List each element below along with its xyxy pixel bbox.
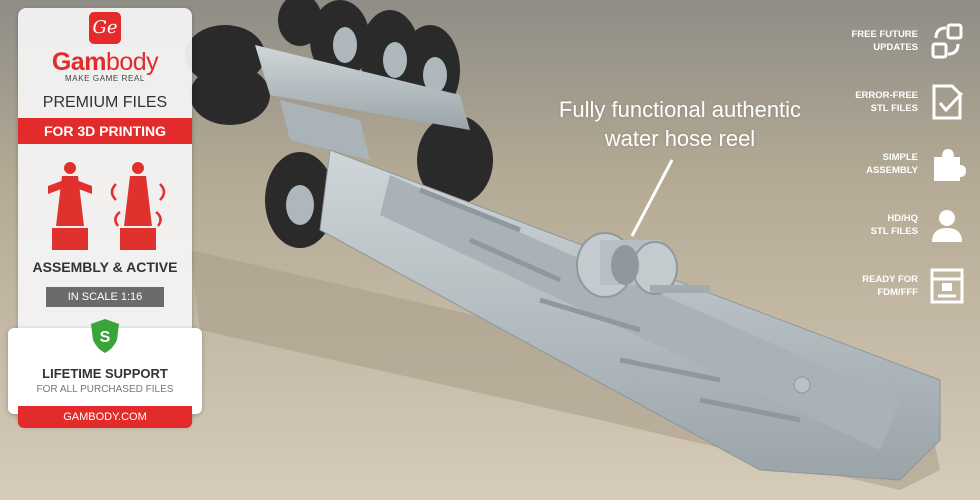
lifetime-support-subtitle: FOR ALL PURCHASED FILES <box>36 384 174 395</box>
hose-reel <box>576 232 710 298</box>
hose-reel-annotation: Fully functional authentic water hose re… <box>530 95 830 153</box>
lifetime-support-title: LIFETIME SUPPORT <box>42 366 168 381</box>
brand-name-part2: body <box>105 48 159 76</box>
promo-badge: Ge Gambody MAKE GAME REAL PREMIUM FILES … <box>8 8 202 428</box>
person-bust-icon <box>932 210 962 242</box>
premium-files-label: PREMIUM FILES <box>42 94 168 111</box>
brand-tagline: MAKE GAME REAL <box>65 74 145 83</box>
lifetime-support-card: S LIFETIME SUPPORT FOR ALL PURCHASED FIL… <box>8 319 202 414</box>
puzzle-icon <box>934 149 966 181</box>
figure-illustration-icon <box>48 162 166 250</box>
shield-icon: S <box>91 319 119 353</box>
brand-name-part1: Gam <box>51 48 107 76</box>
annotation-line2: water hose reel <box>604 126 756 151</box>
file-check-icon <box>932 84 964 120</box>
printer-icon <box>930 268 964 304</box>
site-link[interactable]: GAMBODY.COM <box>18 406 192 428</box>
assembly-active-label: ASSEMBLY & ACTIVE <box>32 259 178 275</box>
scale-label: IN SCALE 1:16 <box>46 287 164 307</box>
for-3d-printing-strip: FOR 3D PRINTING <box>18 118 192 144</box>
shield-letter: S <box>100 329 111 346</box>
annotation-line1: Fully functional authentic <box>558 97 802 122</box>
brand-name: Gambody <box>18 48 192 77</box>
gambody-logo-icon: Ge <box>89 12 121 44</box>
update-arrows-icon <box>931 23 963 59</box>
